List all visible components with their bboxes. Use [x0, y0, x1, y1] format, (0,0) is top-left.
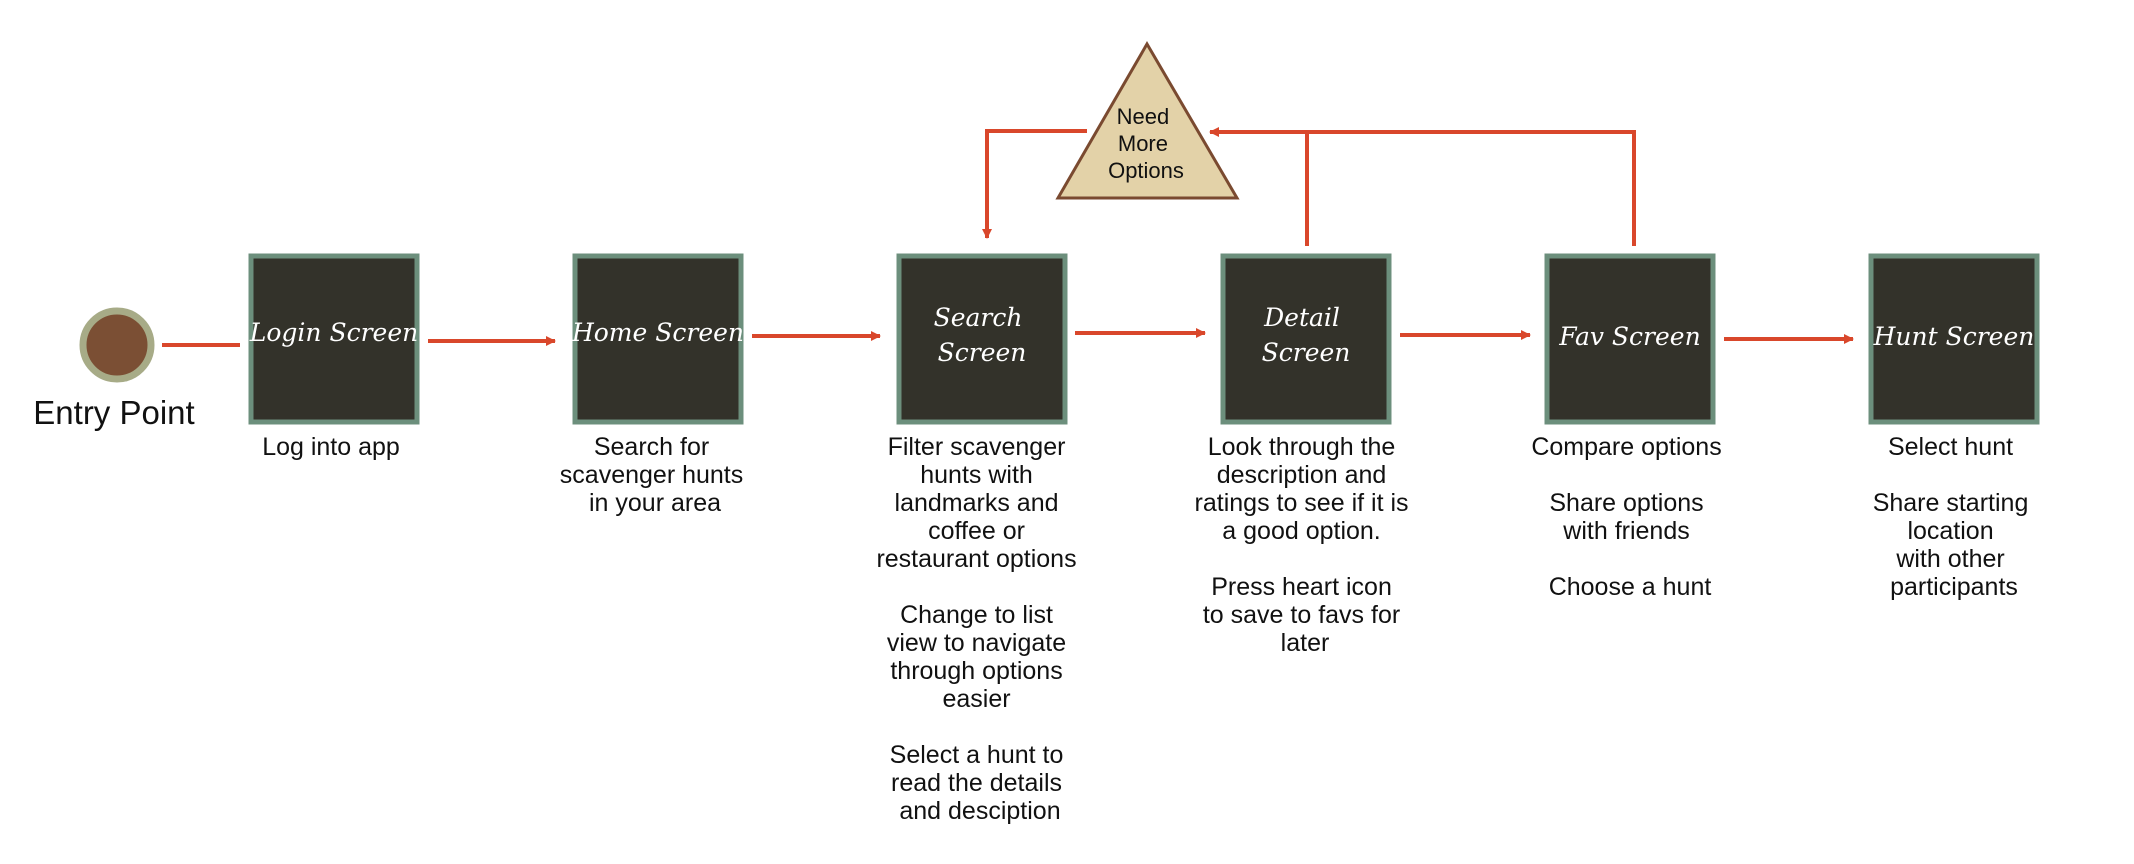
login-screen-box [248, 253, 420, 425]
decision-label: Need More Options [1108, 104, 1184, 183]
hunt-screen-box [1868, 253, 2040, 425]
detail-screen-box [1220, 253, 1392, 425]
home-screen-box [572, 253, 744, 425]
hunt-screen-description: Select hunt Share starting location with… [1873, 433, 2036, 601]
search-screen-description: Filter scavenger hunts with landmarks an… [876, 433, 1083, 825]
entry-point-node [79, 307, 155, 383]
home-screen-description: Search for scavenger hunts in your area [560, 433, 750, 517]
decision-label-line: Options [1108, 158, 1184, 183]
entry-point-label: Entry Point [33, 394, 194, 431]
home-screen-title: Home Screen [571, 318, 744, 347]
login-screen-title: Login Screen [249, 318, 418, 347]
fav-screen-node: Fav Screen Compare options Share options… [1531, 253, 1728, 601]
arrow-decision-to-search [982, 129, 1087, 239]
detail-screen-title: Detail Screen [1262, 303, 1351, 367]
decision-label-line: Need [1117, 104, 1170, 129]
search-screen-title: Search Screen [934, 303, 1031, 367]
login-screen-description: Log into app [262, 433, 400, 461]
login-screen-node: Login Screen Log into app [248, 253, 420, 461]
search-screen-box [896, 253, 1068, 425]
connectors [162, 127, 1854, 347]
detail-screen-node: Detail Screen Look through the descripti… [1195, 253, 1416, 657]
decision-label-line: More [1118, 131, 1168, 156]
hunt-screen-title: Hunt Screen [1873, 322, 2035, 351]
fav-screen-title: Fav Screen [1558, 322, 1700, 351]
search-screen-node: Search Screen Filter scavenger hunts wit… [876, 253, 1083, 825]
fav-screen-box [1544, 253, 1716, 425]
arrow-fav-to-decision [1209, 127, 1636, 246]
detail-screen-description: Look through the description and ratings… [1195, 433, 1416, 657]
home-screen-node: Home Screen Search for scavenger hunts i… [560, 253, 750, 517]
fav-screen-description: Compare options Share options with frien… [1531, 433, 1728, 601]
hunt-screen-node: Hunt Screen Select hunt Share starting l… [1868, 253, 2040, 601]
need-more-options-triangle [1055, 41, 1240, 200]
